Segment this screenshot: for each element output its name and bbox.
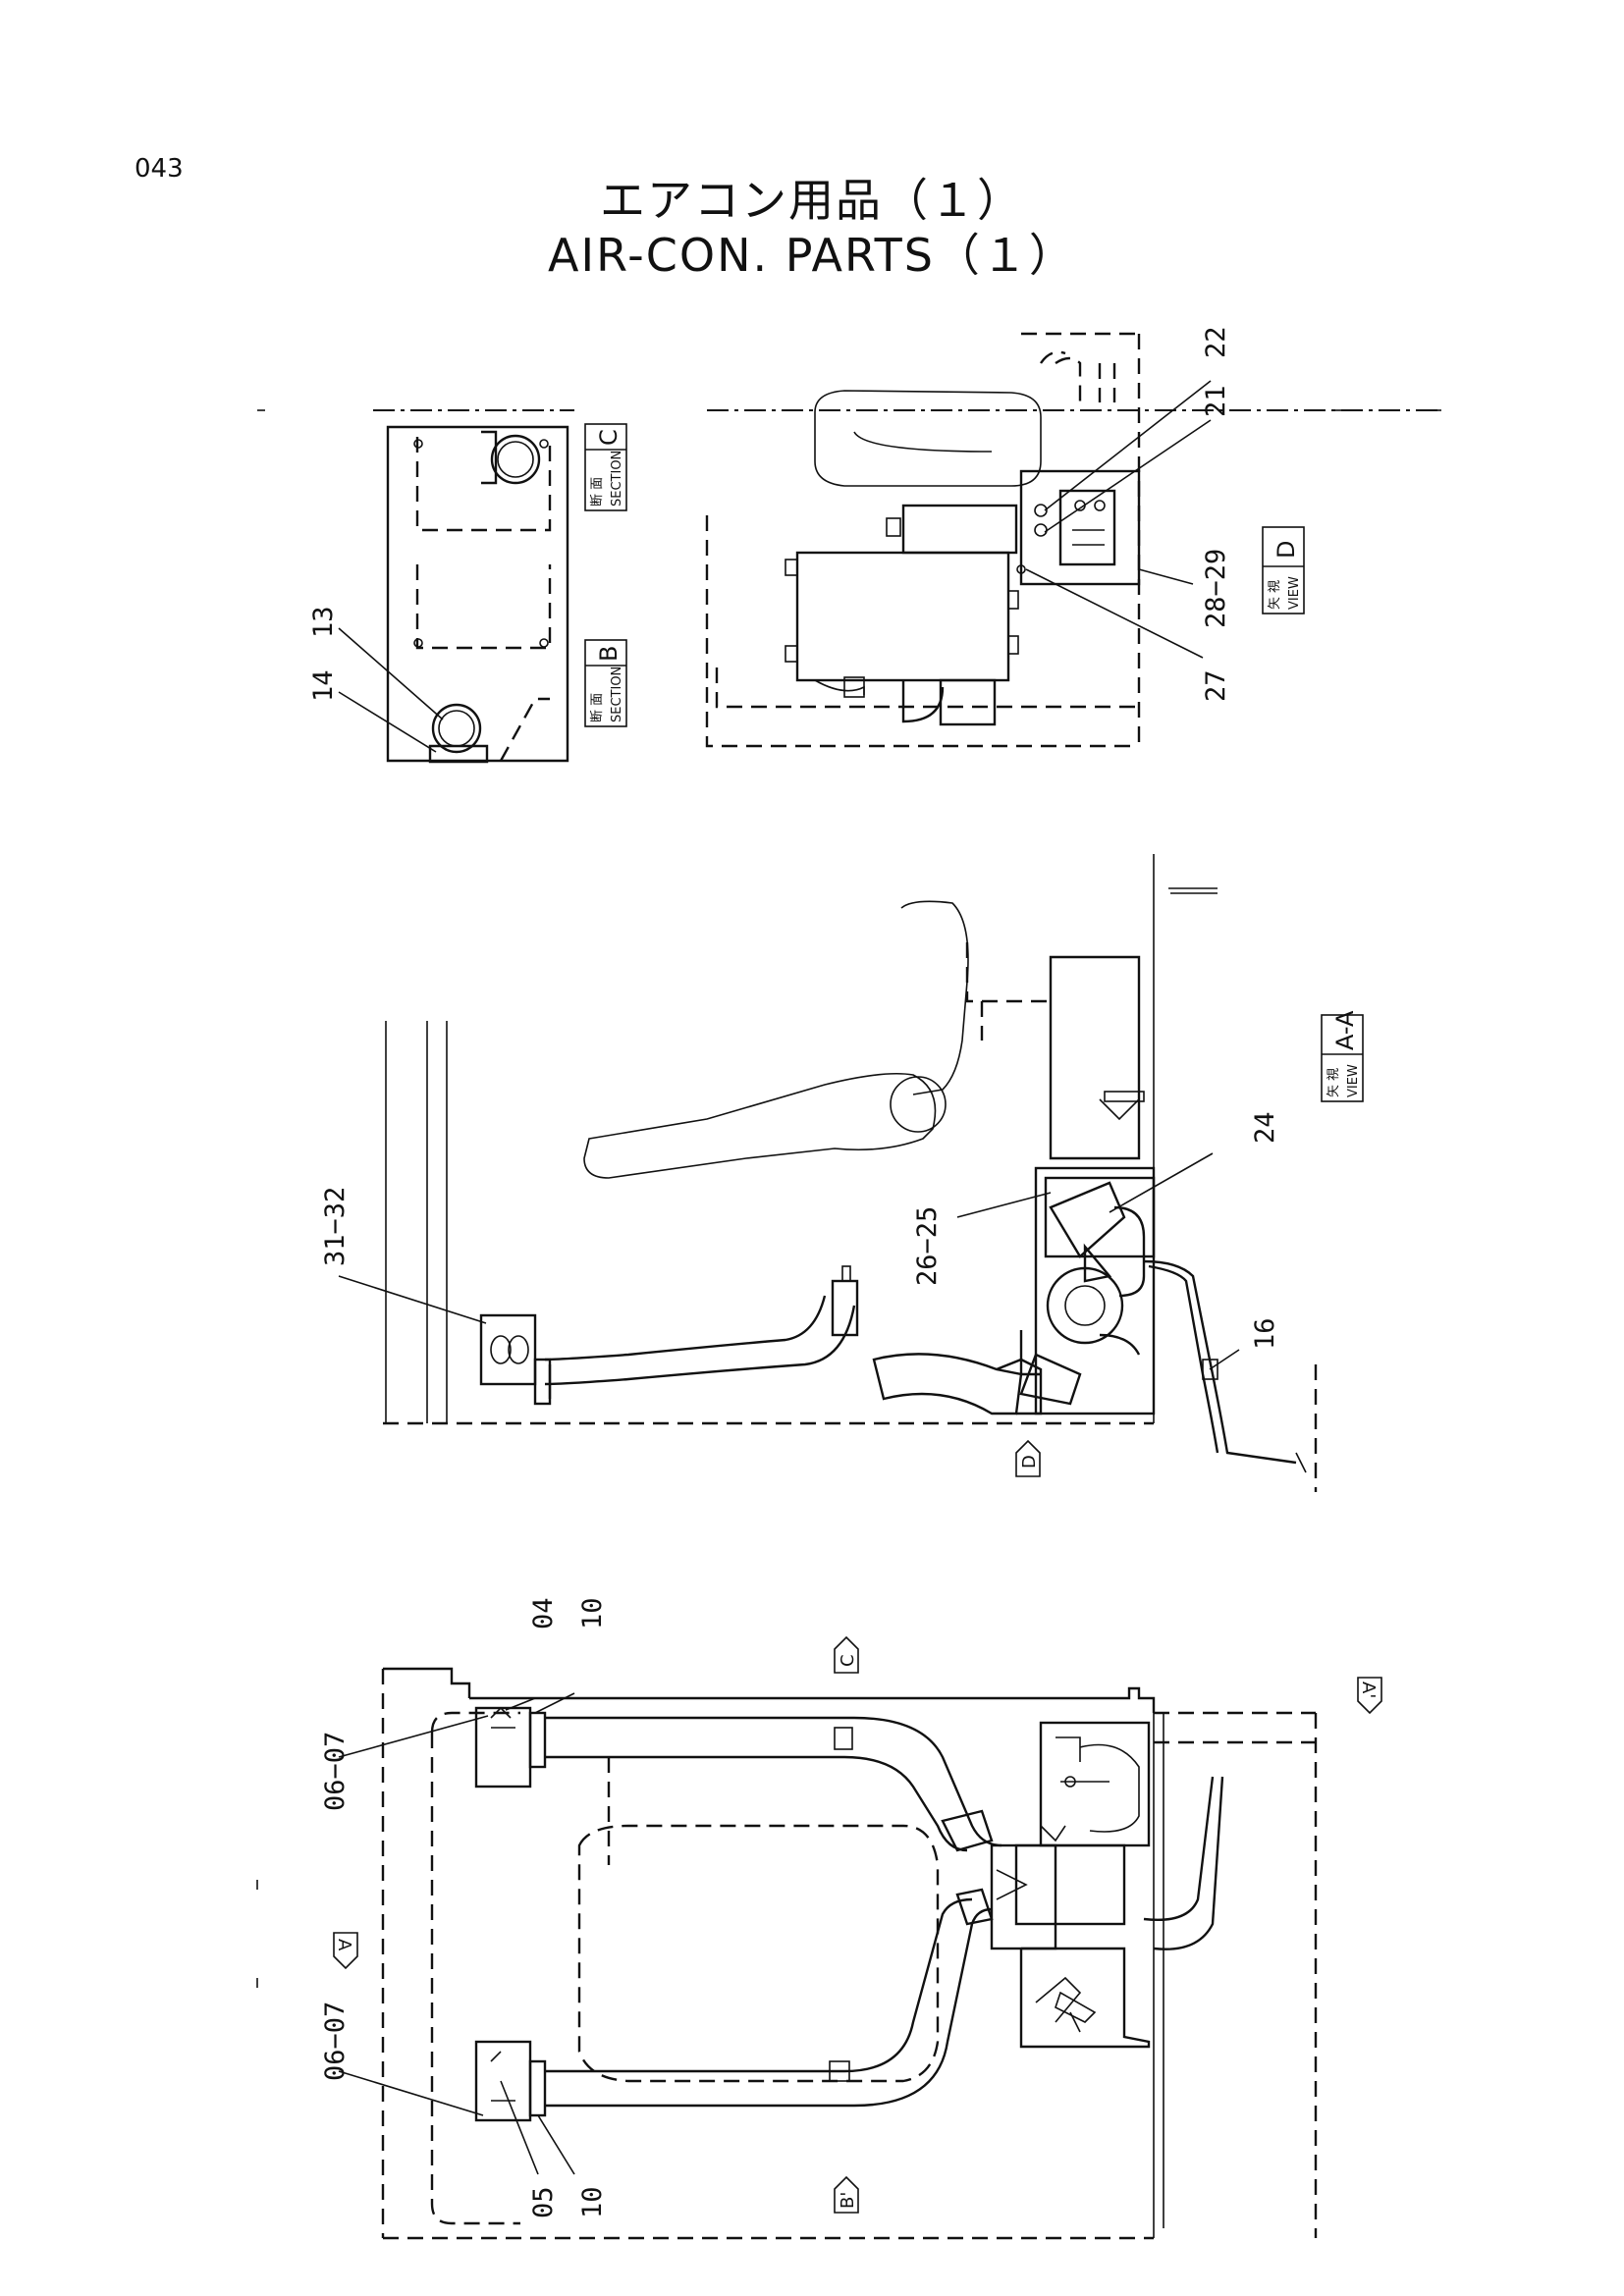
svg-text:B: B [595, 646, 623, 662]
leader-26-25 [956, 1192, 1052, 1218]
callout-26-25: 26−25 [912, 1206, 943, 1286]
callout-10-bottom: 10 [577, 2186, 608, 2218]
leader-10-top [534, 1692, 575, 1714]
view-a-a-label: 矢 視 VIEW A-A [1321, 1010, 1364, 1102]
callout-14: 14 [308, 669, 339, 702]
leader-13 [338, 627, 444, 721]
callout-06-07-top: 06−07 [320, 1732, 351, 1811]
leader-22 [1044, 380, 1212, 511]
leader-06-07-top [338, 1715, 489, 1758]
callout-10-top: 10 [577, 1597, 608, 1629]
section-b-c-drawing [338, 409, 574, 764]
callout-28-29: 28−29 [1201, 549, 1231, 628]
svg-text:D: D [1019, 1455, 1040, 1468]
title-japanese: エアコン用品（１） [600, 174, 1024, 227]
page-number: 043 [135, 154, 184, 184]
view-d-label: 矢 視 VIEW D [1262, 526, 1305, 614]
leader-31-32 [338, 1275, 487, 1324]
view-arrow-a: A [333, 1932, 358, 1970]
view-arrow-c: C [834, 1635, 859, 1674]
leader-05 [500, 2080, 539, 2175]
view-arrow-b-prime: B' [834, 2175, 859, 2214]
svg-text:A: A [334, 1939, 354, 1951]
svg-text:SECTION: SECTION [610, 667, 624, 722]
view-d-drawing [705, 332, 1443, 748]
view-arrow-d: D [1015, 1439, 1041, 1477]
callout-22: 22 [1201, 326, 1231, 358]
leader-16 [1209, 1349, 1240, 1370]
callout-24: 24 [1250, 1111, 1280, 1144]
callout-05: 05 [528, 2186, 559, 2218]
svg-text:A': A' [1358, 1682, 1379, 1698]
svg-text:断 面: 断 面 [590, 477, 605, 507]
plan-view-drawing [338, 1667, 1318, 2240]
registration-ticks [256, 409, 1441, 1988]
svg-text:C: C [595, 429, 623, 446]
leader-04 [505, 1697, 536, 1711]
callout-31-32: 31−32 [320, 1187, 351, 1266]
svg-text:断 面: 断 面 [590, 693, 605, 722]
leader-06-07-bottom [338, 2070, 484, 2116]
callout-13: 13 [308, 606, 339, 638]
view-arrow-a-prime: A' [1357, 1677, 1382, 1715]
svg-text:SECTION: SECTION [610, 451, 624, 507]
svg-text:VIEW: VIEW [1346, 1064, 1361, 1097]
section-c-label: 断 面 SECTION C [584, 423, 627, 511]
leader-14 [338, 691, 437, 753]
view-a-a-drawing [338, 854, 1318, 1492]
leader-27 [1025, 568, 1204, 659]
leader-28-29 [1138, 568, 1194, 585]
leader-24 [1109, 1152, 1214, 1213]
section-b-label: 断 面 SECTION B [584, 639, 627, 727]
svg-text:A-A: A-A [1331, 1010, 1359, 1050]
callout-04: 04 [528, 1597, 559, 1629]
callout-16: 16 [1250, 1317, 1280, 1350]
callout-06-07-bottom: 06−07 [320, 2002, 351, 2081]
svg-text:C: C [838, 1654, 858, 1667]
svg-text:D: D [1272, 541, 1300, 559]
leader-10-bottom [537, 2114, 575, 2175]
callout-27: 27 [1201, 669, 1231, 702]
callout-21: 21 [1201, 385, 1231, 417]
leader-21 [1044, 419, 1212, 533]
svg-text:VIEW: VIEW [1287, 576, 1302, 610]
svg-text:矢 視: 矢 視 [1268, 580, 1282, 610]
title-english: AIR-CON. PARTS（１） [548, 229, 1076, 282]
svg-text:矢 視: 矢 視 [1326, 1068, 1341, 1097]
svg-text:B': B' [838, 2192, 858, 2209]
